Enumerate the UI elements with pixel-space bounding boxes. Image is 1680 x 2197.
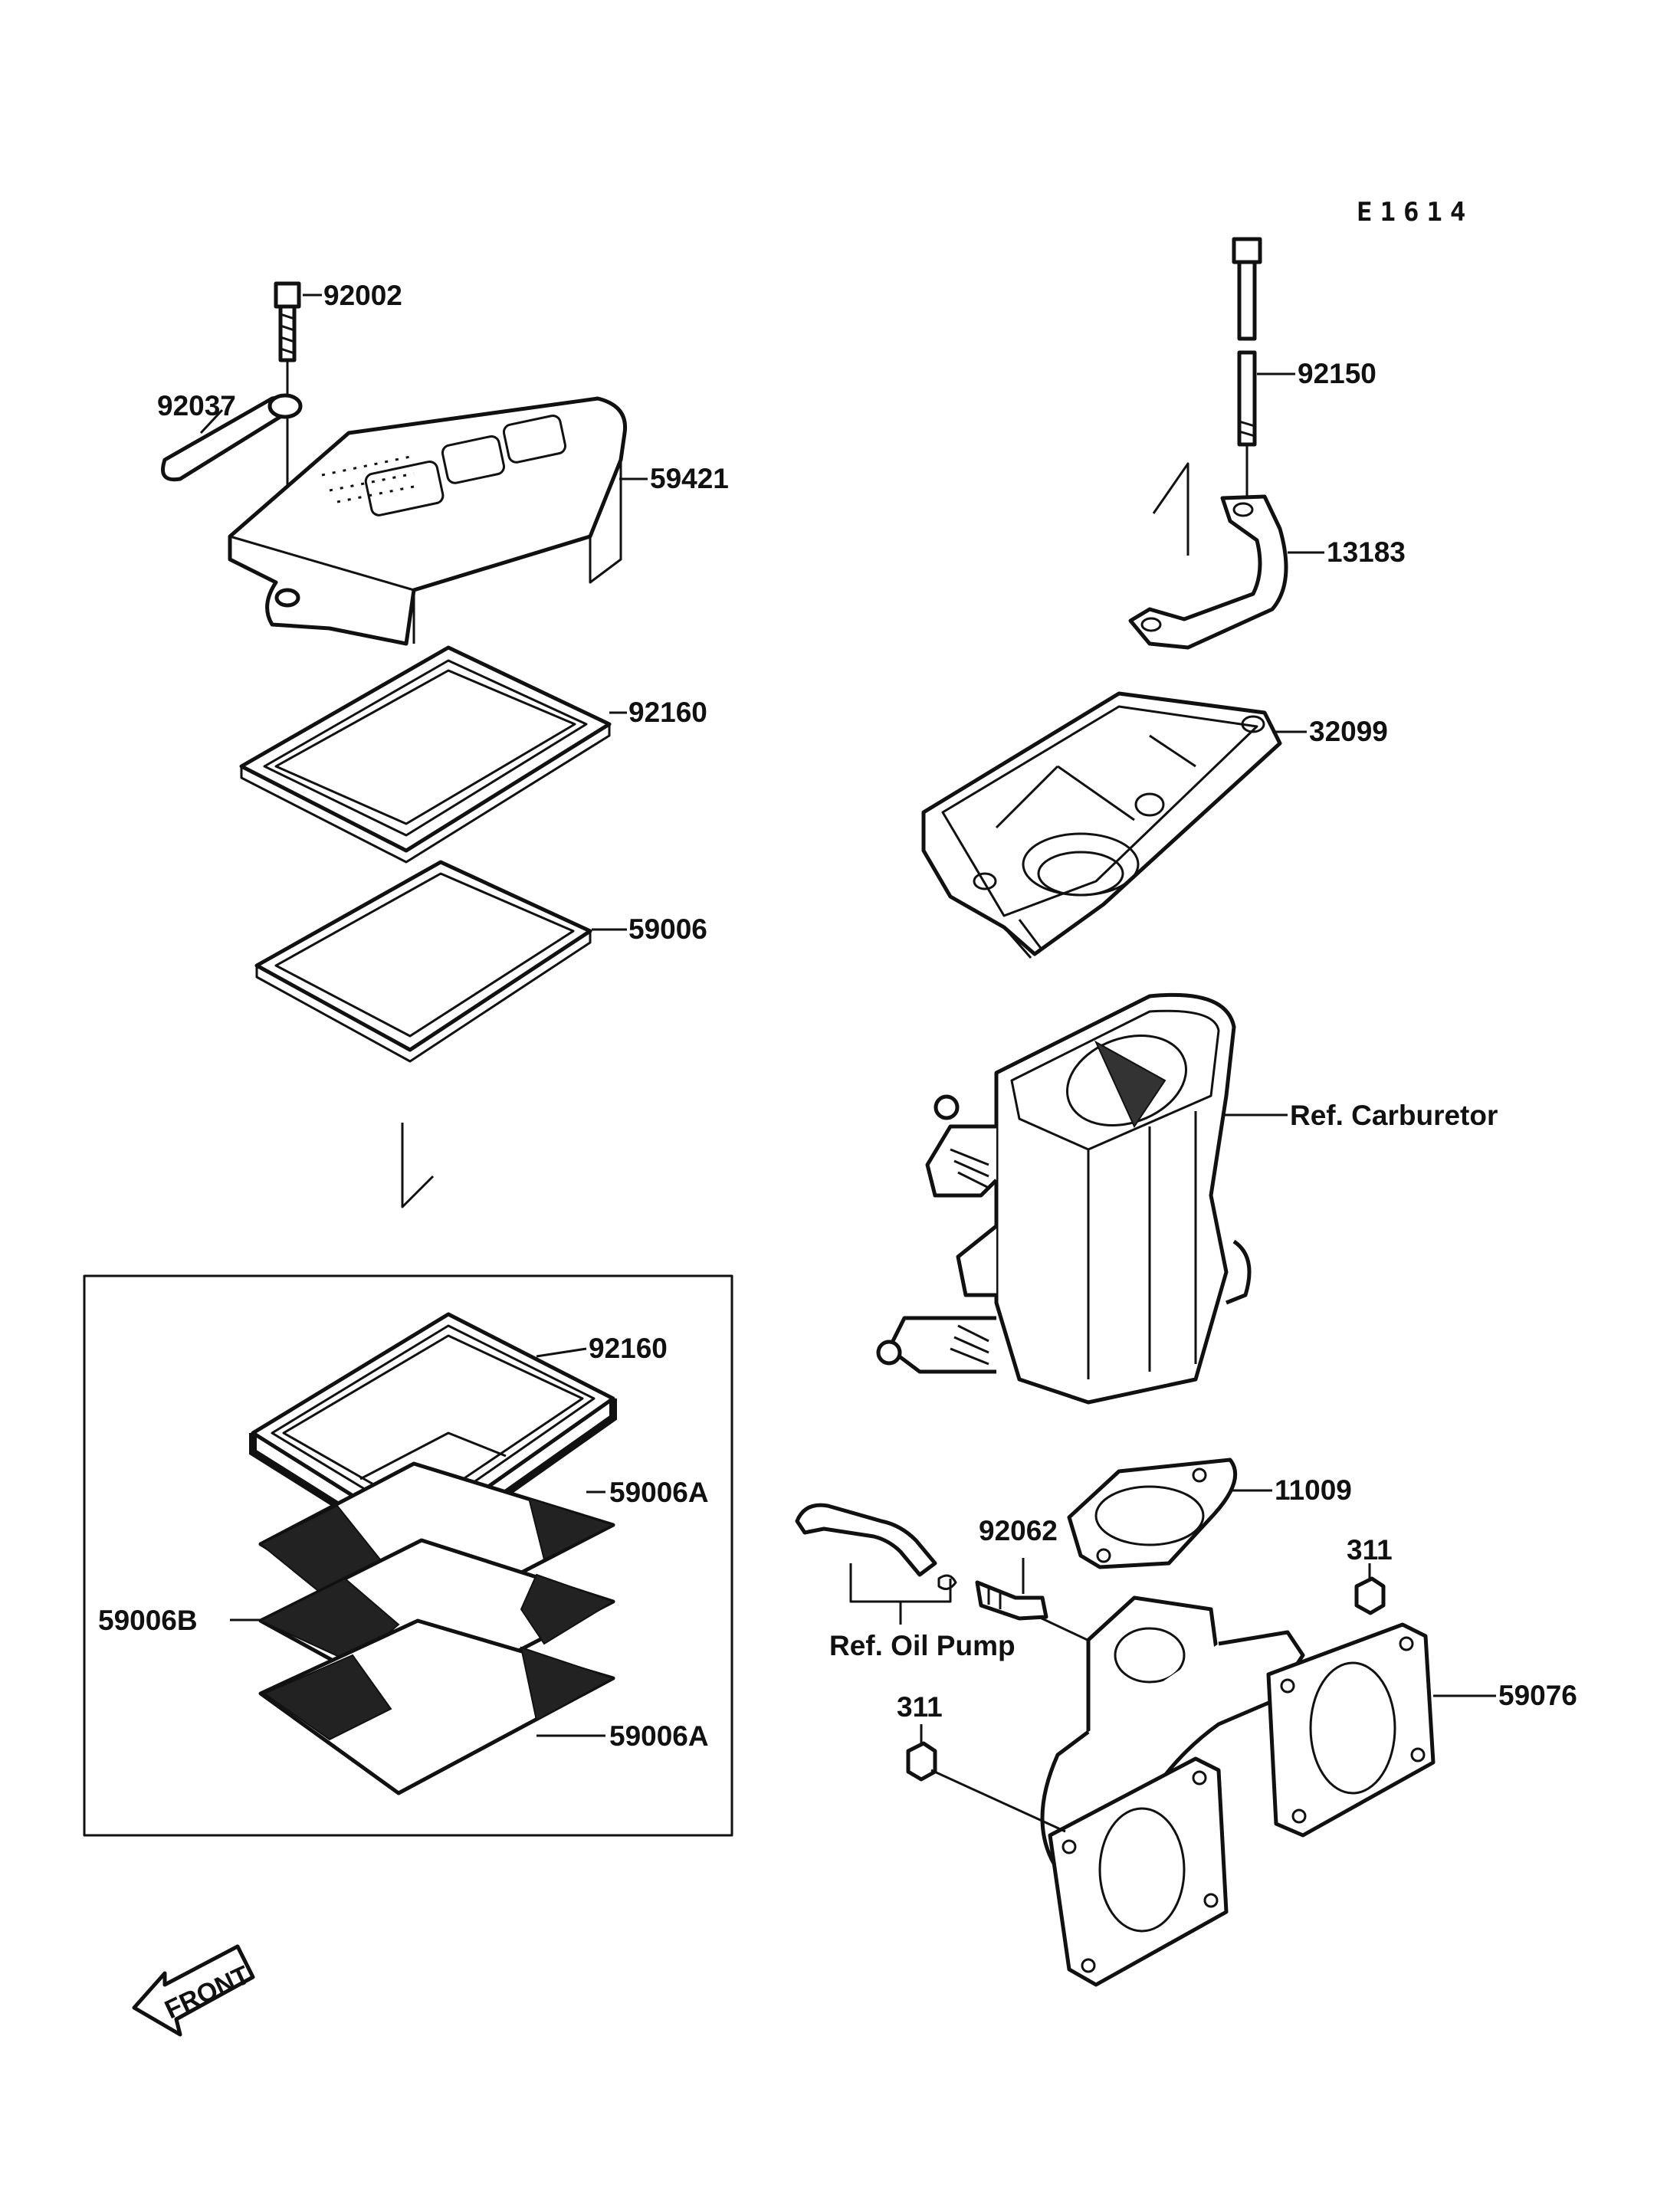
- label-92150: 92150: [1298, 358, 1376, 389]
- label-59006: 59006: [628, 913, 707, 945]
- leader-92160-lower: [536, 1347, 587, 1358]
- nut-311-right: [1354, 1563, 1386, 1615]
- label-92037: 92037: [157, 390, 236, 421]
- label-13183: 13183: [1327, 536, 1406, 568]
- mesh-59006a-bottom: [258, 1618, 615, 1795]
- label-92160-lower: 92160: [589, 1333, 668, 1364]
- label-92062: 92062: [979, 1515, 1058, 1546]
- leader-92037: [199, 408, 224, 434]
- label-32099: 32099: [1309, 716, 1388, 747]
- label-59076: 59076: [1498, 1680, 1577, 1711]
- case-32099: [921, 691, 1282, 959]
- label-ref-carburetor: Ref. Carburetor: [1290, 1100, 1498, 1131]
- nut-311-left: [906, 1724, 1066, 1833]
- bracket-13183: [1128, 494, 1288, 650]
- label-59006b: 59006B: [98, 1605, 198, 1636]
- gasket-11009: [1067, 1458, 1238, 1569]
- gasket-92160-upper: [239, 645, 612, 864]
- label-311-left: 311: [897, 1691, 943, 1723]
- filter-59006: [254, 860, 592, 1063]
- front-arrow-icon: FRONT: [132, 1944, 255, 2037]
- nipple-92062: [975, 1580, 1048, 1621]
- label-ref-oil-pump: Ref. Oil Pump: [829, 1630, 1016, 1661]
- label-92002: 92002: [323, 280, 402, 311]
- cover-59421: [228, 396, 628, 646]
- bolt-92150: [1232, 237, 1262, 498]
- strap-92037: [161, 393, 303, 482]
- manifold-59076: [1040, 1595, 1436, 1987]
- label-59006a-bottom: 59006A: [609, 1720, 709, 1752]
- assembly-line-right-top: [1152, 462, 1189, 556]
- label-59421: 59421: [650, 463, 729, 494]
- label-311-right: 311: [1347, 1534, 1393, 1566]
- filter-set-box: [83, 1274, 733, 1837]
- assembly-line-left: [401, 1123, 435, 1208]
- label-59006a-top: 59006A: [609, 1477, 709, 1508]
- diagram-code: E1614: [1357, 197, 1473, 228]
- carburetor: [876, 992, 1252, 1405]
- label-92160-upper: 92160: [628, 697, 707, 728]
- oil-pump-hose: [795, 1503, 957, 1625]
- label-11009: 11009: [1275, 1474, 1352, 1506]
